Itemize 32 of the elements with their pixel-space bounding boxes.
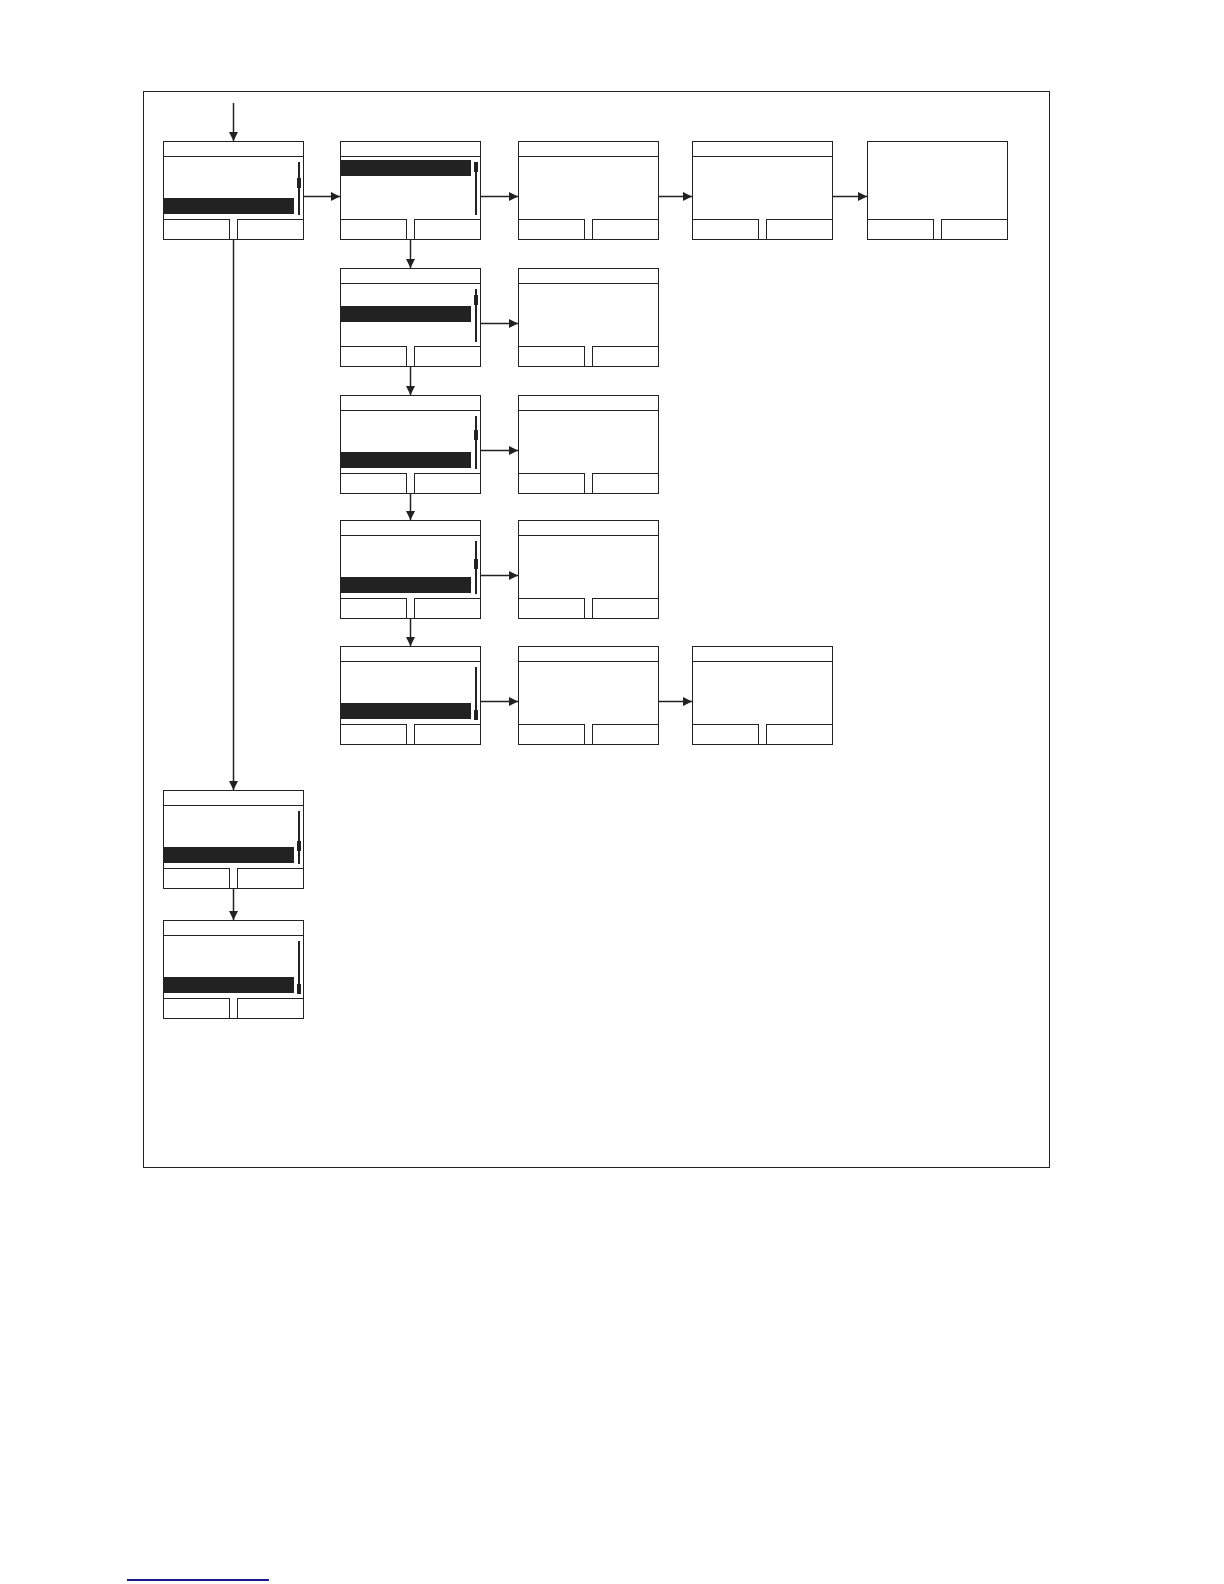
display-screen xyxy=(692,141,833,240)
display-screen xyxy=(340,395,481,494)
display-screen xyxy=(340,268,481,367)
arrow xyxy=(480,319,519,328)
display-screen xyxy=(340,646,481,745)
arrow xyxy=(658,697,693,706)
arrow xyxy=(229,102,238,142)
arrow xyxy=(480,571,519,580)
display-screen xyxy=(340,141,481,240)
display-screen xyxy=(518,646,659,745)
display-screen xyxy=(163,790,304,889)
arrow xyxy=(658,192,693,201)
display-screen xyxy=(692,646,833,745)
display-screen xyxy=(340,520,481,619)
arrow xyxy=(229,239,238,791)
arrow xyxy=(480,192,519,201)
arrow xyxy=(406,239,415,269)
display-screen xyxy=(163,920,304,1019)
arrow xyxy=(303,192,341,201)
arrow xyxy=(406,493,415,521)
arrow xyxy=(832,192,868,201)
arrow xyxy=(406,618,415,647)
arrow xyxy=(406,366,415,396)
arrow xyxy=(480,697,519,706)
display-screen xyxy=(163,141,304,240)
arrow xyxy=(229,888,238,921)
arrow xyxy=(480,446,519,455)
display-screen xyxy=(518,141,659,240)
display-screen xyxy=(518,268,659,367)
display-screen xyxy=(518,520,659,619)
display-screen xyxy=(867,141,1008,240)
display-screen xyxy=(518,395,659,494)
